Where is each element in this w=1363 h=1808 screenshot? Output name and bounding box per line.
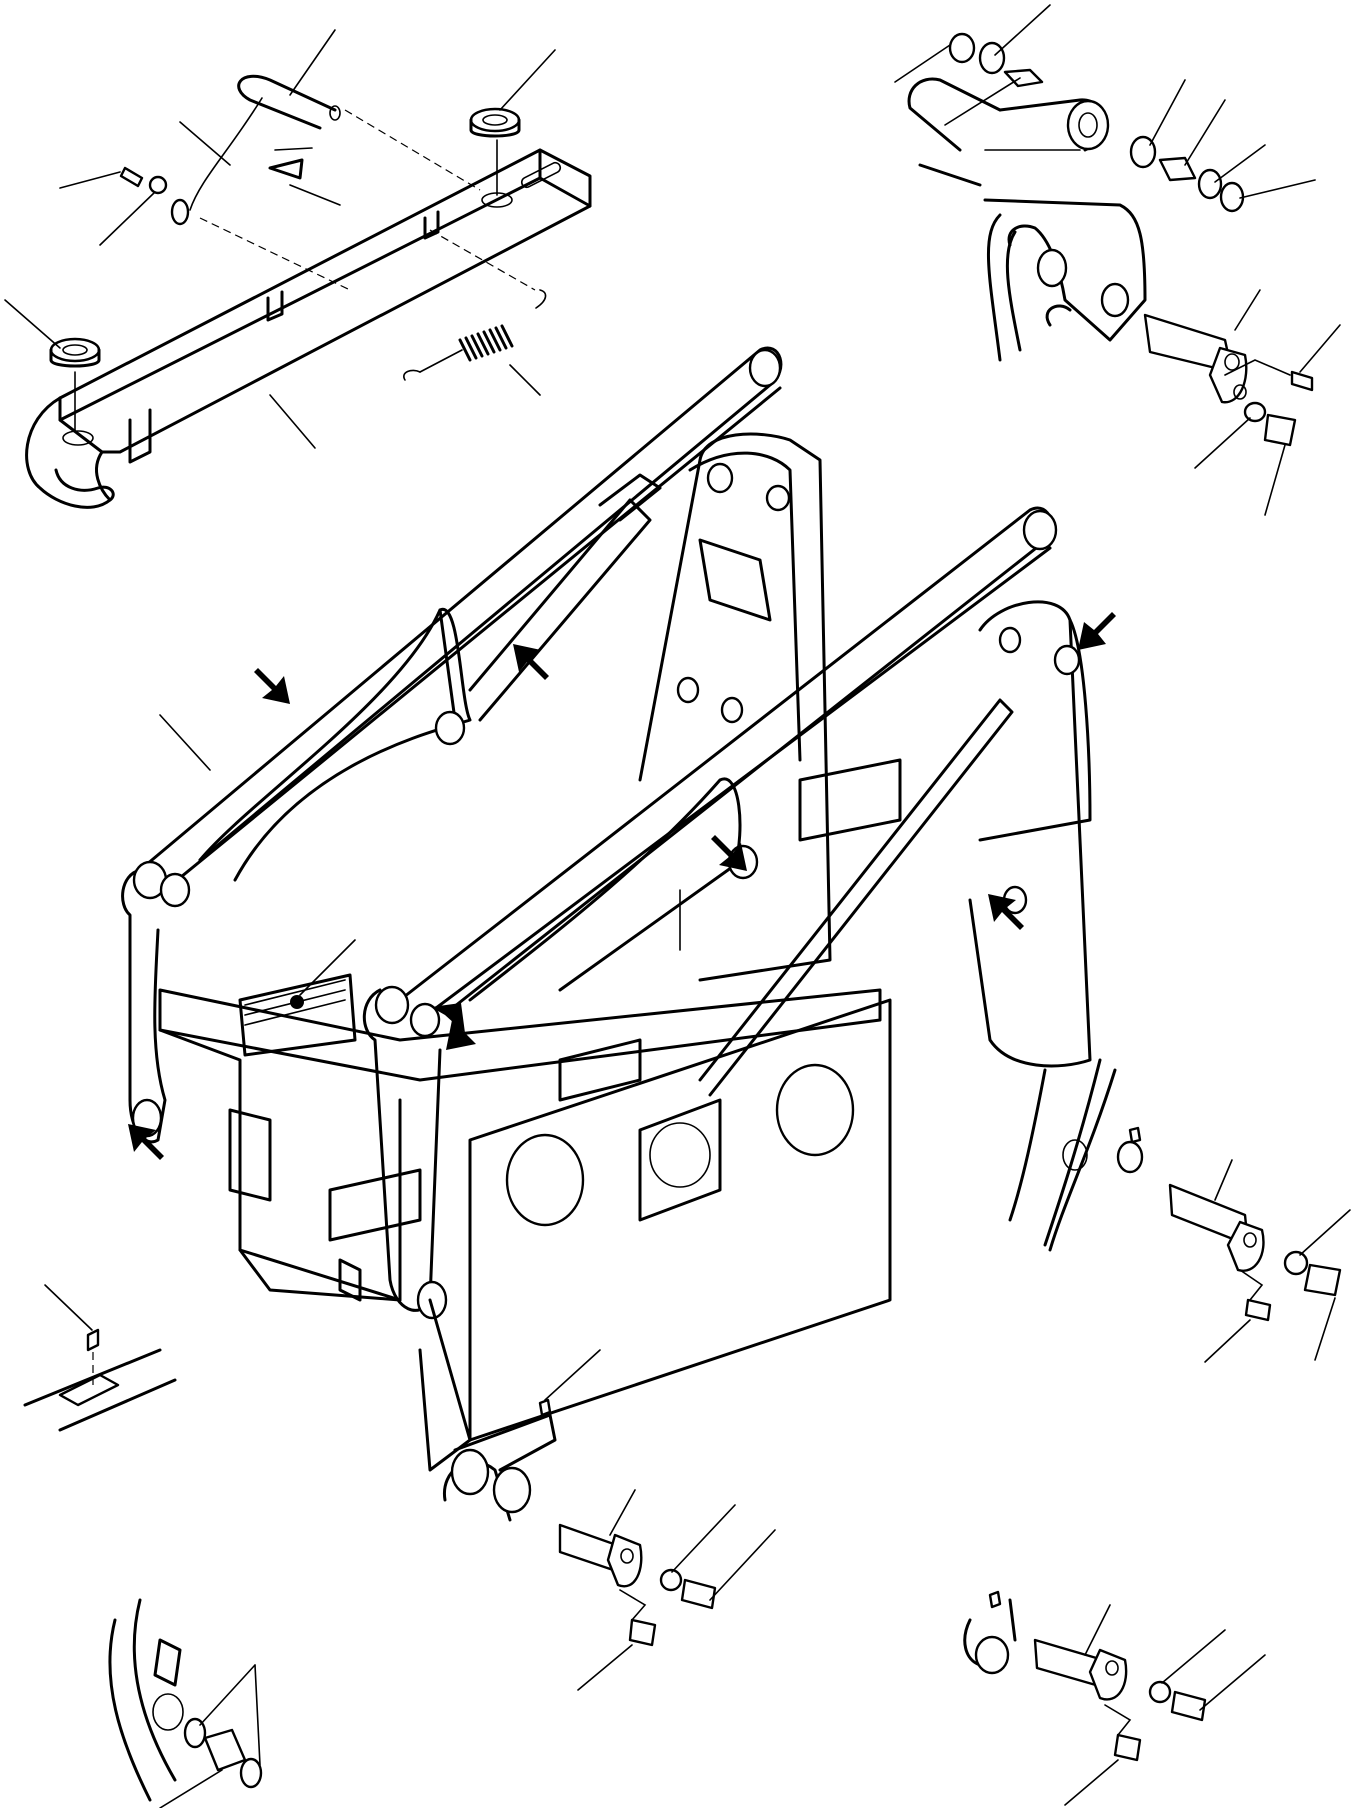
seal-ring-d (1197, 168, 1223, 200)
grease-fitting-f (1113, 1733, 1142, 1762)
seal-ring-e (1219, 181, 1245, 213)
left-lift-arm (138, 346, 783, 872)
access-hole-right (775, 1063, 855, 1157)
upper-pivot-pin-detail (983, 198, 1341, 516)
right-lower-pin-detail (1008, 1058, 1351, 1363)
main-lift-arm-assembly (121, 346, 1116, 1472)
grommet-right (469, 107, 521, 138)
lower-pin-washer (1116, 1140, 1144, 1174)
lock-pin (237, 74, 337, 130)
grommet-left (49, 337, 101, 368)
identification-dot (290, 995, 304, 1009)
bushing-right (1158, 156, 1197, 182)
pointer-arrow-3 (1078, 612, 1116, 650)
lanyard-cable (189, 97, 263, 211)
seal-ring-b (978, 41, 1006, 75)
upper-pivot-bushing-detail (894, 4, 1316, 213)
link-pin-bolt (680, 1578, 717, 1610)
grease-fitting-c (86, 1328, 100, 1352)
right-front-pivot (374, 985, 410, 1025)
link-bore-left (450, 1448, 490, 1496)
chassis-front-plate (468, 998, 892, 1442)
grease-fitting-detail (23, 1284, 177, 1432)
right-tower (968, 600, 1092, 1068)
pointer-arrow-4 (988, 894, 1024, 930)
left-arm-top-pivot (748, 348, 782, 388)
bottom-right-bolt (1170, 1690, 1207, 1722)
right-arm-top-pivot (1022, 509, 1058, 551)
bolt-b (1263, 413, 1297, 447)
pin-bore (1100, 282, 1130, 318)
counterweight-plate (238, 973, 357, 1057)
bushing-seal-b (239, 1757, 263, 1789)
support-bar-hook-end (25, 396, 115, 509)
link-bore-right (492, 1466, 532, 1514)
bushing-seal-a (183, 1717, 207, 1749)
arm-boss-bore (1066, 99, 1110, 151)
bottom-right-washer (1148, 1680, 1172, 1704)
mounting-pad (58, 1373, 120, 1407)
support-bar-slot (520, 161, 562, 189)
washer-b (1243, 401, 1267, 423)
pointer-arrow-2 (513, 644, 549, 680)
grease-fitting-b (1244, 1298, 1272, 1322)
pointer-arrow-6 (446, 1020, 476, 1050)
seal-ring-c (1129, 135, 1157, 169)
lift-arm-support-bar-detail (4, 29, 592, 509)
pointer-arrow-8 (431, 1003, 465, 1033)
pointer-arrow-1 (254, 668, 290, 704)
bottom-right-retainer (1088, 1648, 1128, 1701)
link-pin-detail (443, 1349, 776, 1691)
left-lift-cylinder (468, 498, 652, 722)
link-pin-retainer (606, 1533, 643, 1588)
left-arm-cylinder-mount (434, 710, 466, 746)
retaining-clip (268, 158, 304, 180)
access-hole-left (505, 1133, 585, 1227)
seal-ring-a (948, 32, 976, 64)
chassis-crossmember (158, 988, 882, 1082)
bolt (119, 166, 144, 188)
washer (148, 175, 168, 195)
grease-fitting-d (538, 1398, 552, 1417)
bottom-right-bore (974, 1635, 1010, 1675)
center-cutout (638, 1098, 722, 1222)
spring (403, 289, 547, 381)
right-lower-link-bore (416, 1280, 448, 1320)
left-tower (638, 432, 832, 982)
lower-pin-bolt (1303, 1263, 1342, 1297)
pin-retainer-plate (1208, 346, 1248, 404)
lower-pin-washer-b (1283, 1250, 1309, 1276)
pointer-arrow-5 (711, 835, 747, 871)
bushing-lower (203, 1728, 247, 1772)
grease-fitting-a (1290, 370, 1314, 392)
bottom-right-pin-detail (963, 1590, 1266, 1806)
lower-bushing-detail (108, 1598, 263, 1808)
support-bar-body (58, 148, 592, 454)
link-pin-washer (659, 1568, 683, 1592)
pointer-arrows (128, 612, 1116, 1160)
support-bar-hole-left (62, 430, 94, 446)
grease-fitting-e (628, 1618, 657, 1647)
pointer-arrow-7 (128, 1124, 164, 1160)
frame-bore (1036, 248, 1068, 288)
lanyard-eyelet (170, 198, 190, 226)
right-lift-cylinder (698, 698, 1014, 1097)
